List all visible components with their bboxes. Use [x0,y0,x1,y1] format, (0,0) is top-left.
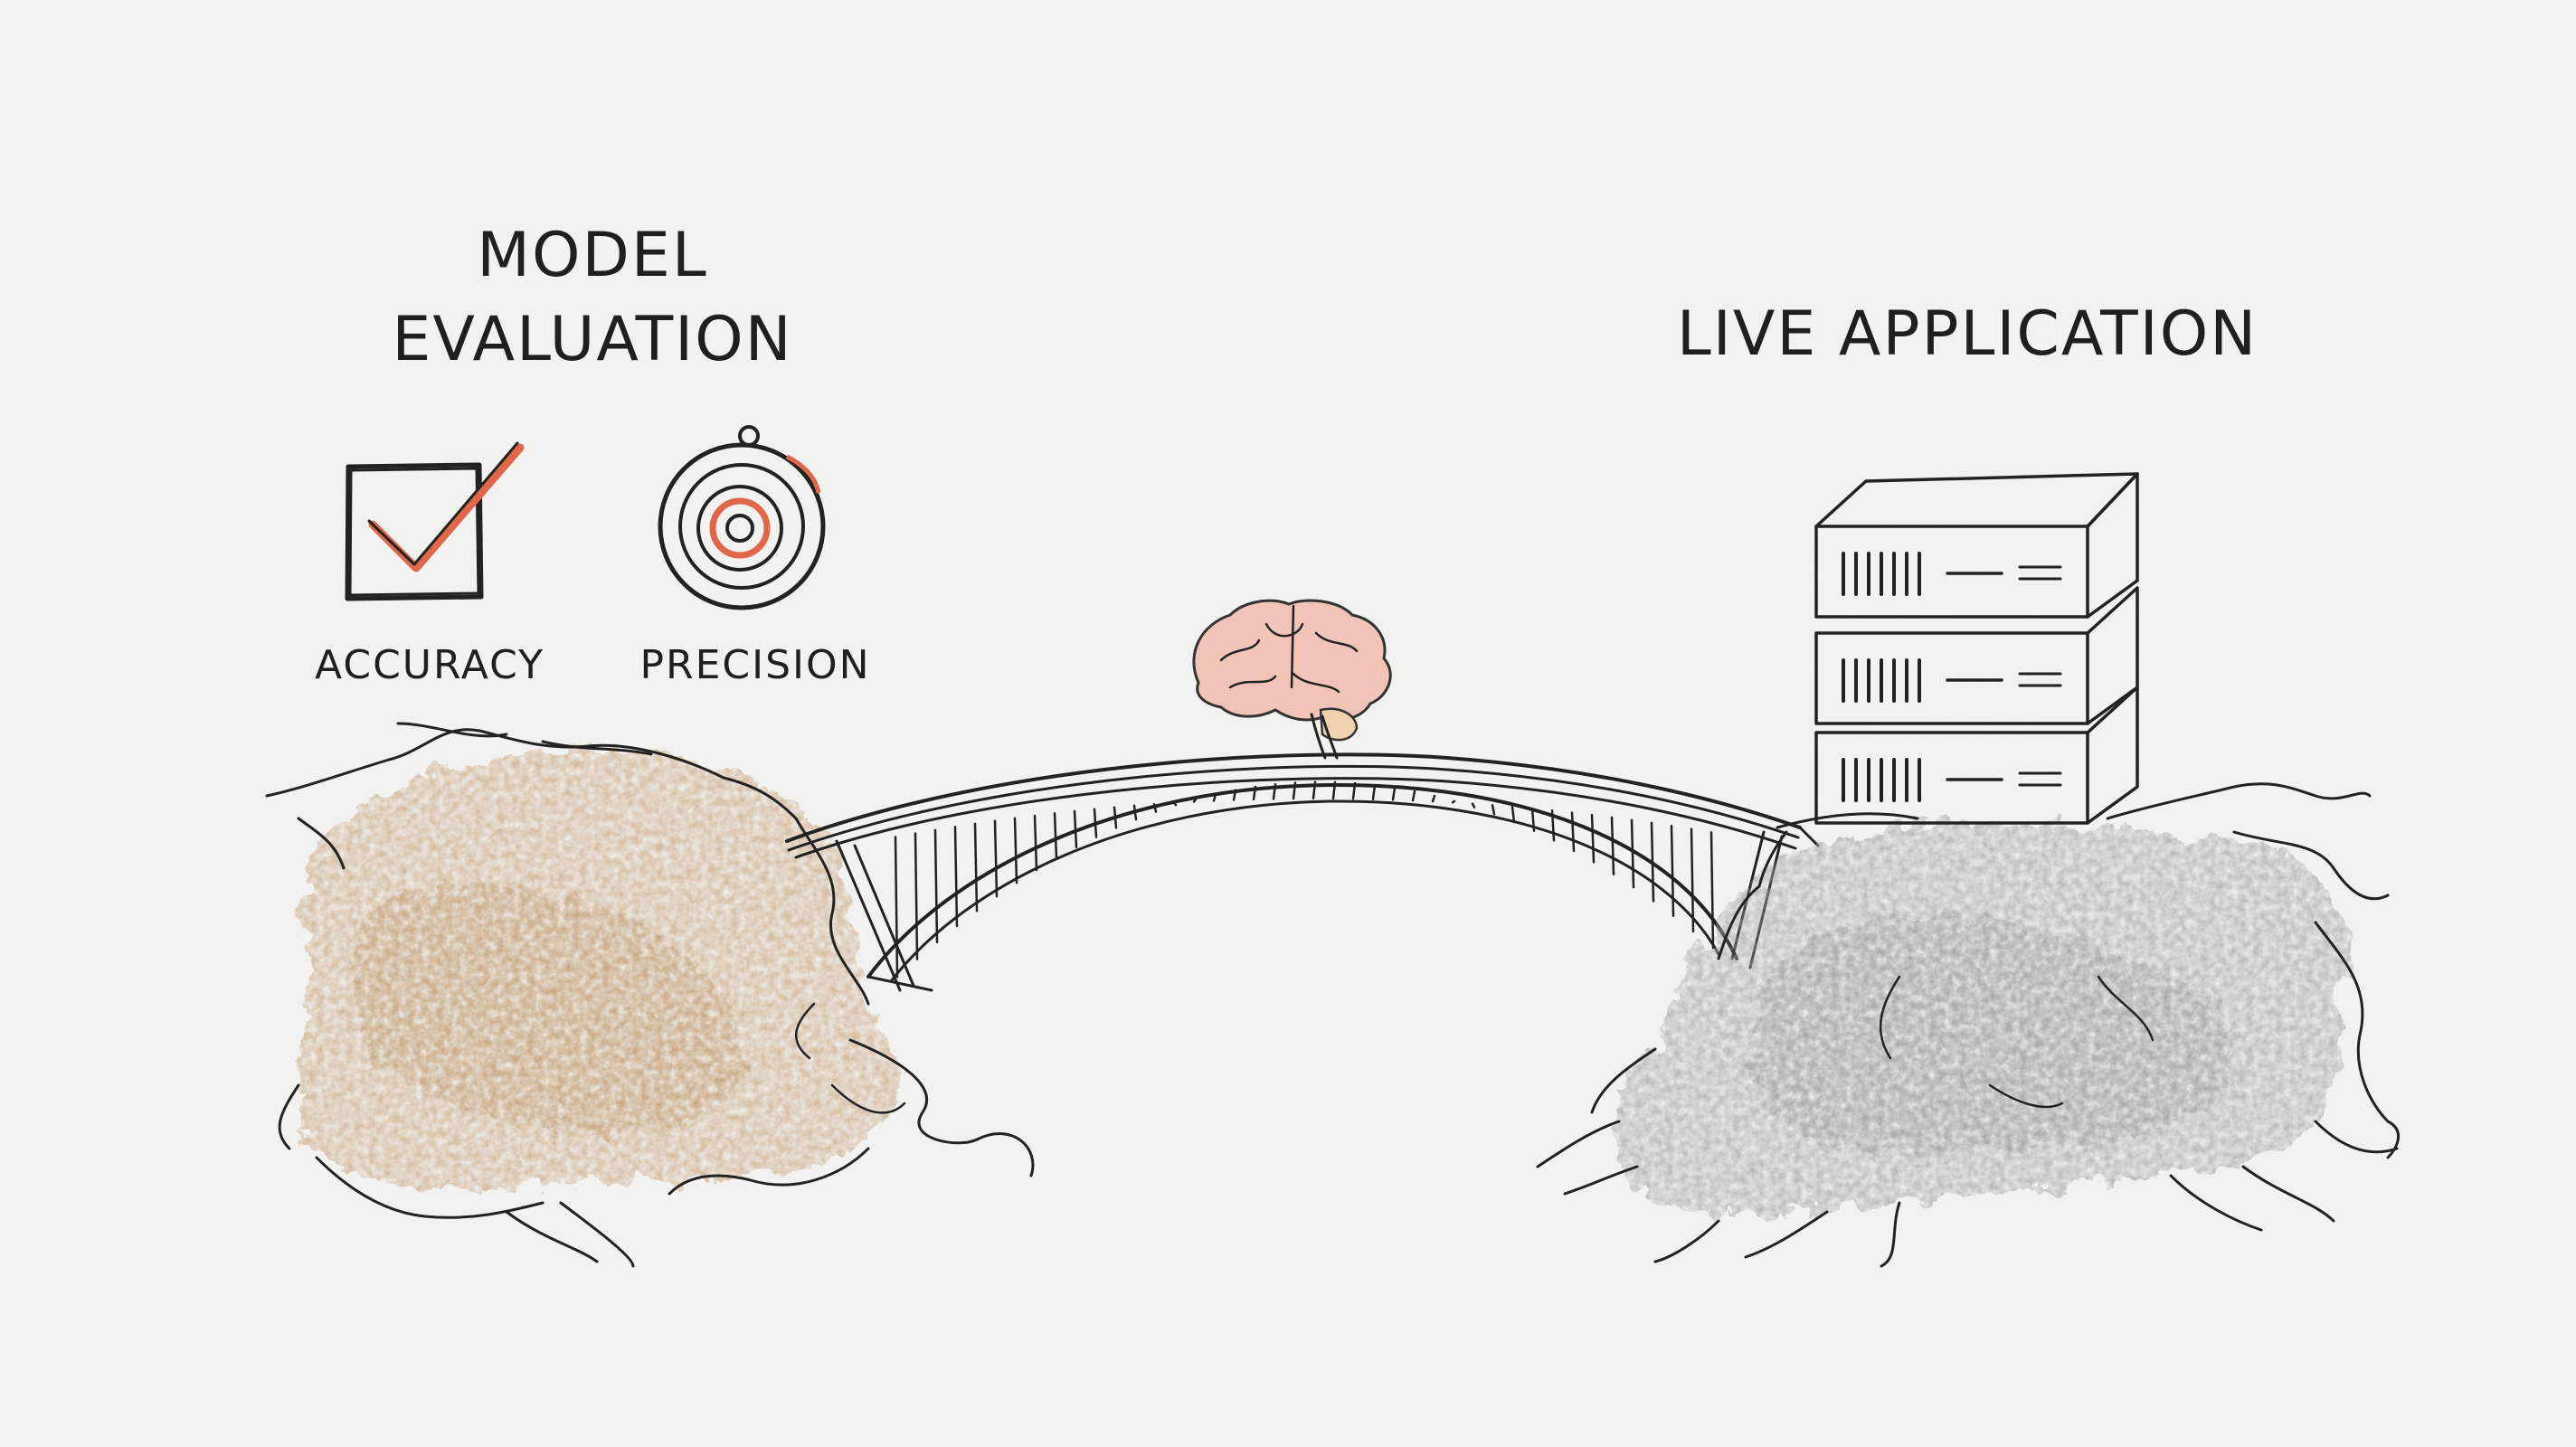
bridge-hanger [933,828,939,944]
bridge-hanger [1511,805,1516,824]
right-rock [1536,782,2400,1268]
bridge-hanger [1451,799,1456,804]
bridge-hanger [1292,781,1297,800]
bridge-hanger [1351,781,1357,800]
checkbox-check-icon [345,441,525,601]
bridge-hanger [914,832,919,960]
brain-icon [1192,599,1392,760]
bridge-hanger [1431,794,1436,803]
heading-live-application: LIVE APPLICATION [1677,298,2258,370]
bridge-hanger [1152,802,1158,813]
bridge-hanger [1331,780,1337,800]
label-precision: PRECISION [639,642,870,688]
bridge-hanger [953,826,959,928]
label-accuracy: ACCURACY [315,642,545,688]
bridge-hanger [1132,804,1138,821]
bridge-hanger [1272,783,1277,800]
bridge-hanger [1650,821,1655,903]
server-unit-side [2086,686,2139,825]
bridge-hanger [1570,811,1576,853]
bridge-hanger [1530,807,1536,832]
bridge-hanger [1113,806,1118,829]
bridge-hanger [1690,828,1695,933]
target-icon [658,425,826,610]
heading-model: MODEL [477,220,707,291]
bridge-hanger [1670,824,1675,918]
bridge-hanger [1073,809,1078,849]
bridge-hanger [1491,804,1496,816]
bridge-hanger [1630,818,1635,889]
bridge-hanger [1212,792,1217,802]
bridge-hanger [1232,789,1237,801]
server-unit-side [2086,586,2139,725]
bridge-hanger [1371,783,1377,800]
bridge-hanger [894,836,899,979]
bridge-hanger [1093,808,1098,838]
bridge-hanger [1172,801,1178,807]
server-unit-side [2086,472,2139,619]
bridge-hanger [993,819,999,898]
bridge-hanger [1053,812,1058,860]
bridge-hanger [1471,802,1476,809]
arch-bridge [785,752,1820,992]
heading-evaluation: EVALUATION [392,304,792,375]
bridge-hanger [1610,816,1615,876]
bridge-hangers [894,780,1715,979]
server-indicator [2018,672,2062,687]
bridge-hanger [1411,790,1416,802]
server-indicator [2018,565,2062,581]
bridge-hanger [1391,786,1397,801]
left-rock [265,722,1035,1268]
bridge-hanger [1312,780,1317,800]
bridge-hanger [1550,809,1556,842]
bridge-hanger [1013,817,1018,884]
bridge-hanger [1033,814,1038,872]
bridge-hanger [1192,798,1198,803]
bridge-hanger [1252,785,1257,801]
server-stack-icon [1814,472,2139,825]
bridge-hanger [973,822,979,913]
bridge-hanger [1590,813,1596,864]
server-indicator [2018,771,2062,787]
